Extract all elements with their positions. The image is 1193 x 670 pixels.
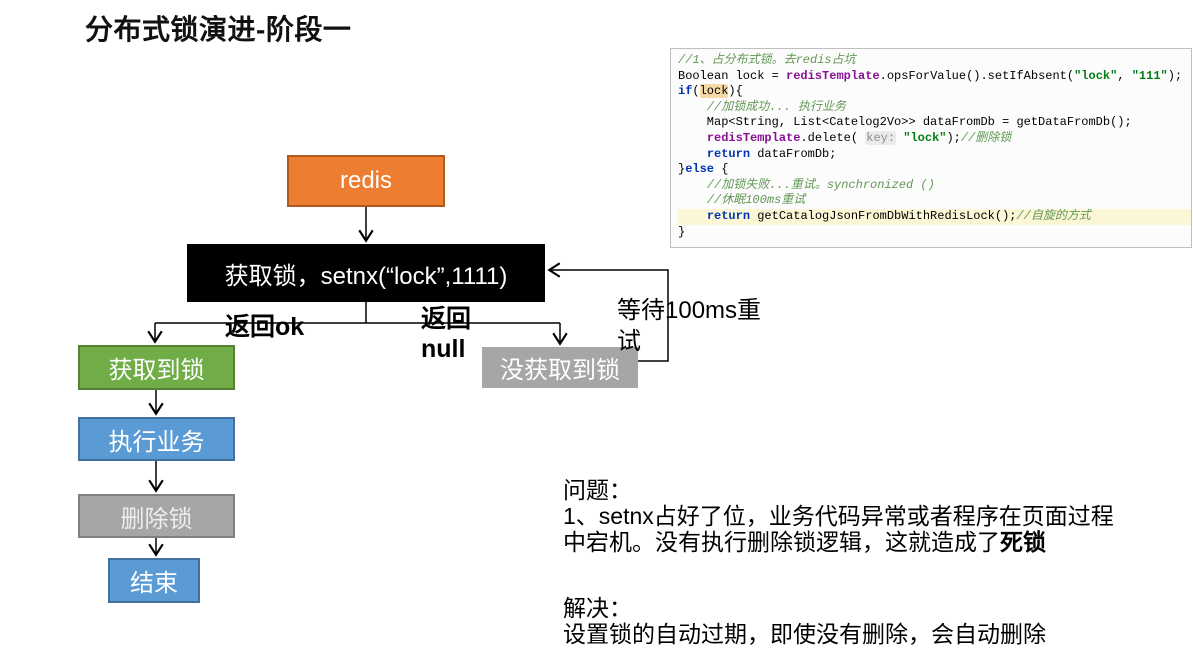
problem-deadlock-bold: 死锁	[1000, 529, 1046, 555]
flow-node-acquire-lock-label: 获取锁，setnx(“lock”,1111)	[224, 262, 508, 290]
flow-node-delete-lock-label: 删除锁	[120, 505, 193, 533]
flow-node-delete-lock: 删除锁	[78, 494, 235, 538]
flow-node-end-label: 结束	[130, 570, 178, 597]
flow-node-redis-label: redis	[339, 167, 393, 194]
edge-label-wait-retry: 等待100ms重试	[617, 297, 762, 355]
edge-label-return-null: 返回null	[421, 305, 472, 363]
flow-node-lock-not-acquired: 没获取到锁	[482, 347, 638, 388]
flow-node-acquire-lock: 获取锁，setnx(“lock”,1111)	[187, 244, 545, 302]
problem-line2: 中宕机。没有执行删除锁逻辑，这就造成了死锁	[563, 529, 1193, 555]
flow-node-execute-business-label: 执行业务	[108, 428, 205, 456]
edge-label-return-ok: 返回ok	[225, 313, 305, 341]
problem-line2-text: 中宕机。没有执行删除锁逻辑，这就造成了	[563, 529, 1000, 555]
flow-node-end: 结束	[108, 558, 200, 603]
flow-node-lock-acquired-label: 获取到锁	[108, 357, 205, 384]
page-title: 分布式锁演进-阶段一	[85, 14, 352, 45]
flow-node-execute-business: 执行业务	[78, 417, 235, 461]
notes-block: 问题： 1、setnx占好了位，业务代码异常或者程序在页面过程 中宕机。没有执行…	[563, 477, 1193, 647]
flow-node-lock-not-acquired-label: 没获取到锁	[500, 357, 620, 384]
flow-node-lock-acquired: 获取到锁	[78, 345, 235, 390]
notes-spacer	[563, 555, 1193, 595]
flow-node-redis: redis	[287, 155, 445, 207]
problem-line1: 1、setnx占好了位，业务代码异常或者程序在页面过程	[563, 503, 1114, 529]
solution-body: 设置锁的自动过期，即使没有删除，会自动删除	[563, 621, 1046, 647]
solution-title: 解决：	[563, 595, 632, 621]
problem-title: 问题：	[563, 477, 632, 503]
